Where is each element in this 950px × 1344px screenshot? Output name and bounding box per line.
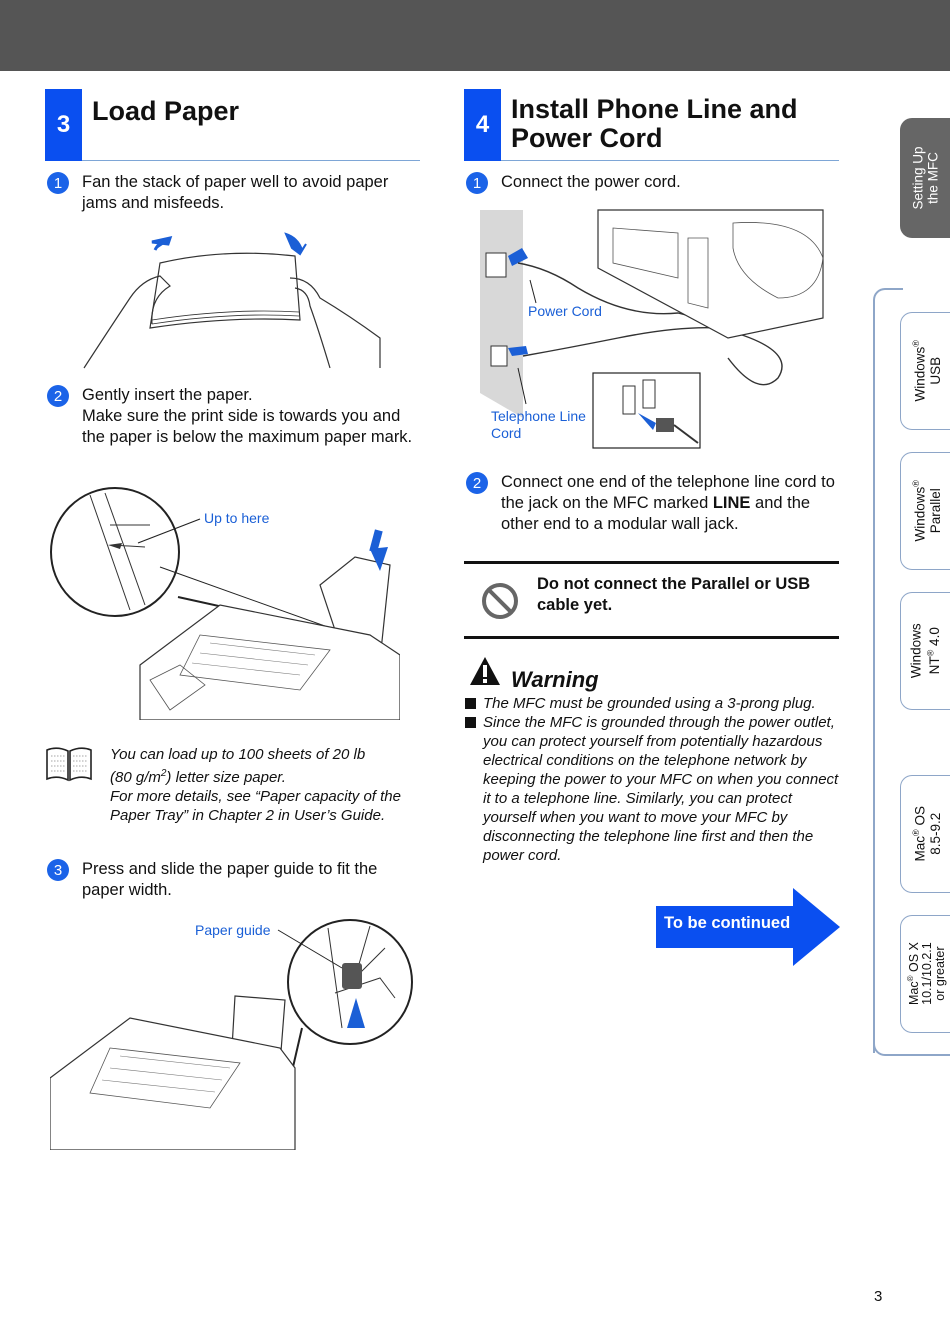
- step-text: Gently insert the paper.: [82, 386, 253, 404]
- tab-mac-os-8-5-9-2[interactable]: Mac® OS 8.5-9.2: [900, 775, 950, 893]
- tab-rail: [873, 305, 875, 1053]
- callout-power-cord: Power Cord: [528, 303, 602, 319]
- warning-icon: [470, 657, 500, 685]
- section-4-title: Install Phone Line and Power Cord: [511, 94, 798, 153]
- paper-guide-illustration: [50, 918, 415, 1150]
- tab-windows-usb[interactable]: Windows® USB: [900, 312, 950, 430]
- prohibited-icon: [482, 583, 518, 619]
- note-line-1: You can load up to 100 sheets of 20 lb: [110, 746, 366, 763]
- tab-setting-up-the-mfc[interactable]: Setting Up the MFC: [900, 118, 950, 238]
- caution-text: Do not connect the Parallel or USB cable…: [537, 575, 811, 614]
- header-bar: [0, 0, 950, 71]
- callout-paper-guide: Paper guide: [195, 922, 271, 938]
- paper-capacity-note: You can load up to 100 sheets of 20 lb (…: [110, 745, 410, 825]
- callout-up-to-here: Up to here: [204, 510, 270, 526]
- step-text: Connect one end of the telephone line co…: [501, 473, 835, 533]
- step-number-badge: 1: [466, 172, 488, 194]
- arrow-left-icon: [151, 235, 173, 251]
- to-be-continued-arrow: To be continued: [656, 888, 840, 966]
- step-number-badge: 2: [466, 472, 488, 494]
- tab-windows-parallel[interactable]: Windows® Parallel: [900, 452, 950, 570]
- power-cord-illustration: [478, 208, 828, 453]
- step-text: Press and slide the paper guide to fit t…: [82, 860, 378, 899]
- step-number-badge: 3: [47, 859, 69, 881]
- section-4-header: 4 Install Phone Line and Power Cord: [464, 89, 839, 161]
- tab-rail-bottom-curve: [873, 1038, 950, 1056]
- note-line-3: For more details, see “Paper capacity of…: [110, 788, 401, 824]
- manual-book-icon: [45, 746, 93, 782]
- warning-list: The MFC must be grounded using a 3-prong…: [464, 694, 842, 865]
- page-number: 3: [874, 1288, 883, 1305]
- tab-mac-os-x[interactable]: Mac® OS X 10.1/10.2.1 or greater: [900, 915, 950, 1033]
- callout-telephone-line-cord: Telephone Line Cord: [491, 408, 586, 441]
- warning-item: Since the MFC is grounded through the po…: [464, 713, 842, 865]
- step-text-detail: Make sure the print side is towards you …: [82, 407, 413, 446]
- warning-item: The MFC must be grounded using a 3-prong…: [464, 694, 842, 713]
- warning-title: Warning: [511, 667, 599, 692]
- step-number-badge: 1: [47, 172, 69, 194]
- caution-box: Do not connect the Parallel or USB cable…: [464, 561, 839, 639]
- arrow-right-icon: [284, 232, 307, 256]
- insert-paper-illustration: [50, 485, 400, 720]
- step-number-badge: 2: [47, 385, 69, 407]
- section-3-number: 3: [45, 89, 82, 161]
- section-4-number: 4: [464, 89, 501, 161]
- step-text: Fan the stack of paper well to avoid pap…: [82, 173, 389, 212]
- section-3-title: Load Paper: [92, 96, 240, 126]
- to-be-continued-label: To be continued: [664, 914, 791, 932]
- section-3-header: 3 Load Paper: [45, 89, 420, 161]
- tab-rail-top-curve: [873, 288, 903, 308]
- tab-windows-nt-4[interactable]: Windows NT® 4.0: [900, 592, 950, 710]
- step-text: Connect the power cord.: [501, 173, 681, 191]
- note-line-2: (80 g/m2) letter size paper.: [110, 768, 286, 786]
- fan-paper-illustration: [80, 228, 390, 370]
